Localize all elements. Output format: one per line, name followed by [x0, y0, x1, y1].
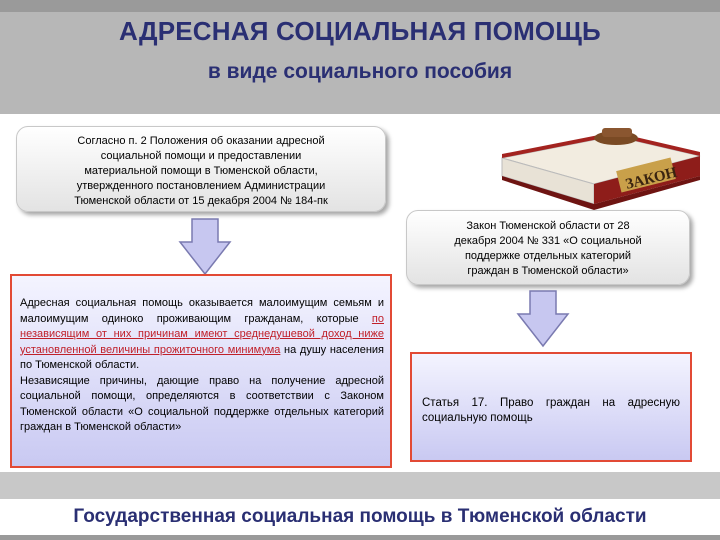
page-subtitle: в виде социального пособия	[207, 60, 513, 83]
reference-line: Тюменской области от 15 декабря 2004 № 1…	[74, 195, 328, 207]
law-line: граждан в Тюменской области»	[467, 265, 629, 277]
footer-bottom-strip	[0, 535, 720, 540]
down-arrow-icon	[516, 290, 570, 348]
reference-line: материальной помощи в Тюменской области,	[84, 165, 318, 177]
footer-band	[0, 472, 720, 499]
header-top-strip	[0, 0, 720, 12]
article-box: Статья 17. Право граждан на адресную соц…	[410, 352, 692, 462]
header-band	[0, 0, 720, 114]
article-text: Статья 17. Право граждан на адресную соц…	[422, 397, 680, 424]
independent-reasons-paragraph: Независящие причины, дающие право на пол…	[20, 374, 384, 434]
eligibility-paragraph: Адресная социальная помощь оказывается м…	[20, 296, 384, 374]
reference-line: утвержденного постановлением Администрац…	[76, 180, 326, 192]
eligibility-text-start: Адресная социальная помощь оказывается м…	[20, 297, 384, 325]
law-line: декабря 2004 № 331 «О социальной	[454, 235, 642, 247]
law-book-icon: ЗАКОН	[501, 128, 701, 210]
law-line: Закон Тюменской области от 28	[466, 220, 630, 232]
eligibility-highlight: по независящим от них причинам имеют сре…	[20, 312, 384, 356]
footer-title: Государственная социальная помощь в Тюме…	[73, 506, 647, 527]
law-line: поддержке отдельных категорий	[464, 250, 632, 262]
down-arrow-icon	[178, 218, 232, 276]
reference-line: Согласно п. 2 Положения об оказании адре…	[77, 135, 325, 147]
reference-line: социальной помощи и предоставлении	[100, 150, 302, 162]
eligibility-text-end: на душу населения по Тюменской области.	[20, 343, 384, 372]
regulation-reference-box: Согласно п. 2 Положения об оказании адре…	[16, 126, 386, 212]
law-reference-box: Закон Тюменской области от 28 декабря 20…	[406, 210, 690, 285]
page-title: АДРЕСНАЯ СОЦИАЛЬНАЯ ПОМОЩЬ	[119, 16, 601, 46]
eligibility-text-box: Адресная социальная помощь оказывается м…	[10, 274, 392, 468]
